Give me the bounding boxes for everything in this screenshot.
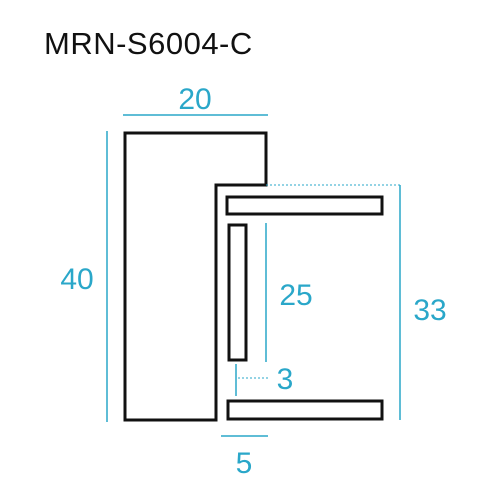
- top-rail: [225, 195, 384, 216]
- dim-label-left-height: 40: [60, 263, 93, 296]
- bottom-rail: [226, 399, 384, 421]
- drawing-title: MRN-S6004-C: [44, 26, 253, 61]
- inner-insert: [227, 223, 248, 362]
- dim-label-right-height: 33: [413, 294, 446, 327]
- dim-label-bottom-width: 5: [236, 447, 253, 480]
- dim-label-gap: 3: [277, 363, 294, 396]
- dim-label-top-width: 20: [178, 83, 211, 116]
- dim-label-inner-height: 25: [279, 279, 312, 312]
- frame-profile-outline: [123, 131, 268, 422]
